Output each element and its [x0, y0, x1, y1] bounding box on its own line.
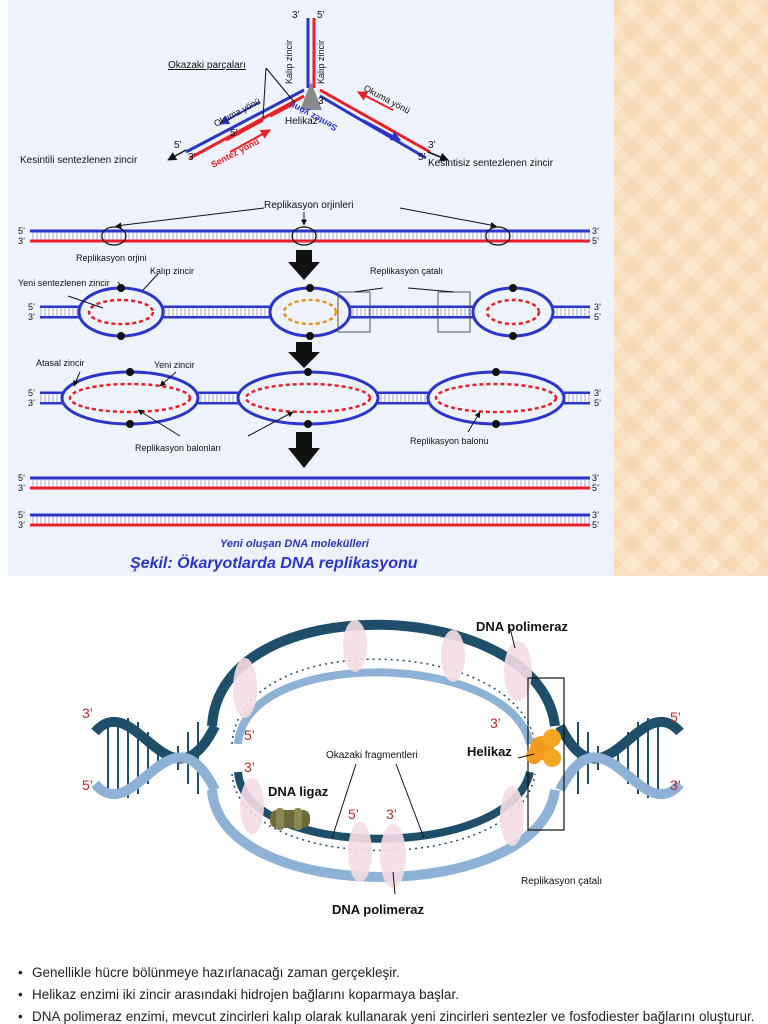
dna-row-large-bubbles: [40, 368, 590, 437]
list-item: •DNA polimeraz enzimi, mevcut zincirleri…: [18, 1009, 755, 1024]
right-double-helix: [555, 716, 684, 800]
row4-5-right: 5’: [592, 483, 599, 493]
origins-label: Replikasyon orjinleri: [264, 200, 353, 211]
fork-end-left-5b: 5’: [230, 128, 238, 139]
template-left-label: Kalıp zincir: [284, 40, 294, 84]
helicase-triangle: [300, 82, 322, 110]
polymerase-sites: [233, 620, 532, 888]
decorative-background-pattern: [614, 0, 768, 576]
fork-end-right-3: 3’: [318, 96, 326, 107]
reading-right-label: Okuma yönü: [362, 83, 412, 116]
down-arrow: [288, 432, 320, 468]
bubble-label: Replikasyon balonu: [410, 436, 489, 446]
row2-5-left: 5’: [28, 302, 35, 312]
helicase-shape: [526, 729, 561, 767]
replication-bubble: [426, 370, 566, 426]
row4-3-right: 3’: [592, 473, 599, 483]
figure-caption: Şekil: Ökaryotlarda DNA replikasyonu: [130, 553, 418, 572]
row5-3-left: 3’: [18, 520, 25, 530]
bullet-list: •Genellikle hücre bölünmeye hazırlanacağ…: [18, 962, 758, 1024]
new-molecules-caption: Yeni oluşan DNA molekülleri: [220, 538, 370, 550]
helicase-label: Helikaz: [285, 116, 318, 127]
fork-end-right-5: 5’: [418, 152, 426, 163]
leading-strand-label: Kesintisiz sentezlenen zincir: [428, 158, 554, 169]
row1-5-right: 5’: [592, 236, 599, 246]
list-item: •Genellikle hücre bölünmeye hazırlanacağ…: [18, 965, 400, 980]
row3-3-left: 3’: [28, 398, 35, 408]
replication-bubble-illustration: DNA polimeraz DNA polimeraz Helikaz DNA …: [82, 619, 684, 917]
new-synth-label: Yeni sentezlenen zincir: [18, 278, 110, 288]
dna-polymerase-bottom-label: DNA polimeraz: [332, 902, 424, 917]
fork-label: Replikasyon çatalı: [370, 266, 443, 276]
row2-3-right: 3’: [594, 302, 601, 312]
row5-5-right: 5’: [592, 520, 599, 530]
new-chain-label: Yeni zincir: [154, 360, 195, 370]
fork-top-left-label: 3’: [292, 10, 300, 21]
dna-ligase-shape: [270, 808, 310, 830]
fork-end-right-3b: 3’: [428, 140, 436, 151]
left-3-prime: 3’: [82, 705, 93, 721]
left-double-helix: [91, 716, 220, 800]
fork-end-left-5: 5’: [174, 140, 182, 151]
mid-3-prime: 3’: [386, 806, 397, 822]
right-5-prime: 5’: [670, 709, 681, 725]
row3-5-left: 5’: [28, 388, 35, 398]
okazaki-fragments-label: Okazaki fragmentleri: [326, 750, 418, 761]
dna-polymerase-top: [504, 641, 532, 701]
row2-5-right: 5’: [594, 312, 601, 322]
fork-end-left-3: 3’: [188, 152, 196, 163]
right-3-prime: 3’: [670, 777, 681, 793]
origin-circle: [101, 226, 127, 246]
row5-5-left: 5’: [18, 510, 25, 520]
figure-eukaryotic-replication: 3’ 5’ Kalıp zincir Kalıp zincir Okazaki …: [8, 0, 614, 576]
left-5-prime: 5’: [82, 777, 93, 793]
okazaki-label: Okazaki parçaları: [168, 60, 246, 71]
replication-bubble: [60, 370, 200, 426]
inner-5-prime-left: 5’: [244, 727, 255, 743]
parent-chain-label: Atasal zincir: [36, 358, 85, 368]
figure-replication-bubble: DNA polimeraz DNA polimeraz Helikaz DNA …: [0, 576, 768, 946]
row1-5-left: 5’: [18, 226, 25, 236]
replication-bubble: [471, 286, 555, 338]
helicase-label-2: Helikaz: [467, 744, 512, 759]
template-right-label: Kalıp zincir: [316, 40, 326, 84]
down-arrow: [288, 342, 320, 368]
row1-3-left: 3’: [18, 236, 25, 246]
inner-3-prime-left: 3’: [244, 759, 255, 775]
origin-circle: [485, 226, 511, 246]
inner-3-prime-right: 3’: [490, 715, 501, 731]
bullet-text: Genellikle hücre bölünmeye hazırlanacağı…: [32, 965, 400, 980]
lagging-strand-label: Kesintili sentezlenen zincir: [20, 155, 138, 166]
row4-5-left: 5’: [18, 473, 25, 483]
dna-row-origins: [30, 207, 590, 246]
bullet-text: DNA polimeraz enzimi, mevcut zincirleri …: [32, 1009, 755, 1024]
dna-polymerase-bottom: [380, 824, 406, 888]
dna-new-molecules: [30, 476, 590, 527]
row5-3-right: 3’: [592, 510, 599, 520]
fork-top-right-label: 5’: [317, 10, 325, 21]
template-chain-label: Kalıp zincir: [150, 266, 194, 276]
replication-bubble: [77, 286, 165, 338]
row1-3-right: 3’: [592, 226, 599, 236]
bubbles-label: Replikasyon balonları: [135, 443, 221, 453]
synth-left-label: Sentez yönü: [209, 136, 261, 170]
replication-bubble: [236, 370, 380, 426]
replication-diagram: 3’ 5’ Kalıp zincir Kalıp zincir Okazaki …: [18, 10, 601, 572]
bullet-text: Helikaz enzimi iki zincir arasındaki hid…: [32, 987, 459, 1002]
dna-ligase-label: DNA ligaz: [268, 784, 329, 799]
origin-label: Replikasyon orjini: [76, 253, 147, 263]
list-item: •Helikaz enzimi iki zincir arasındaki hi…: [18, 987, 459, 1002]
origin-circle: [291, 226, 317, 246]
row3-3-right: 3’: [594, 388, 601, 398]
down-arrow: [288, 250, 320, 280]
mid-5-prime: 5’: [348, 806, 359, 822]
replication-fork: [167, 18, 449, 162]
row2-3-left: 3’: [28, 312, 35, 322]
dna-polymerase-top-label: DNA polimeraz: [476, 619, 568, 634]
replication-fork-label: Replikasyon çatalı: [521, 876, 602, 887]
row3-5-right: 5’: [594, 398, 601, 408]
dna-row-small-bubbles: [40, 273, 590, 340]
row4-3-left: 3’: [18, 483, 25, 493]
